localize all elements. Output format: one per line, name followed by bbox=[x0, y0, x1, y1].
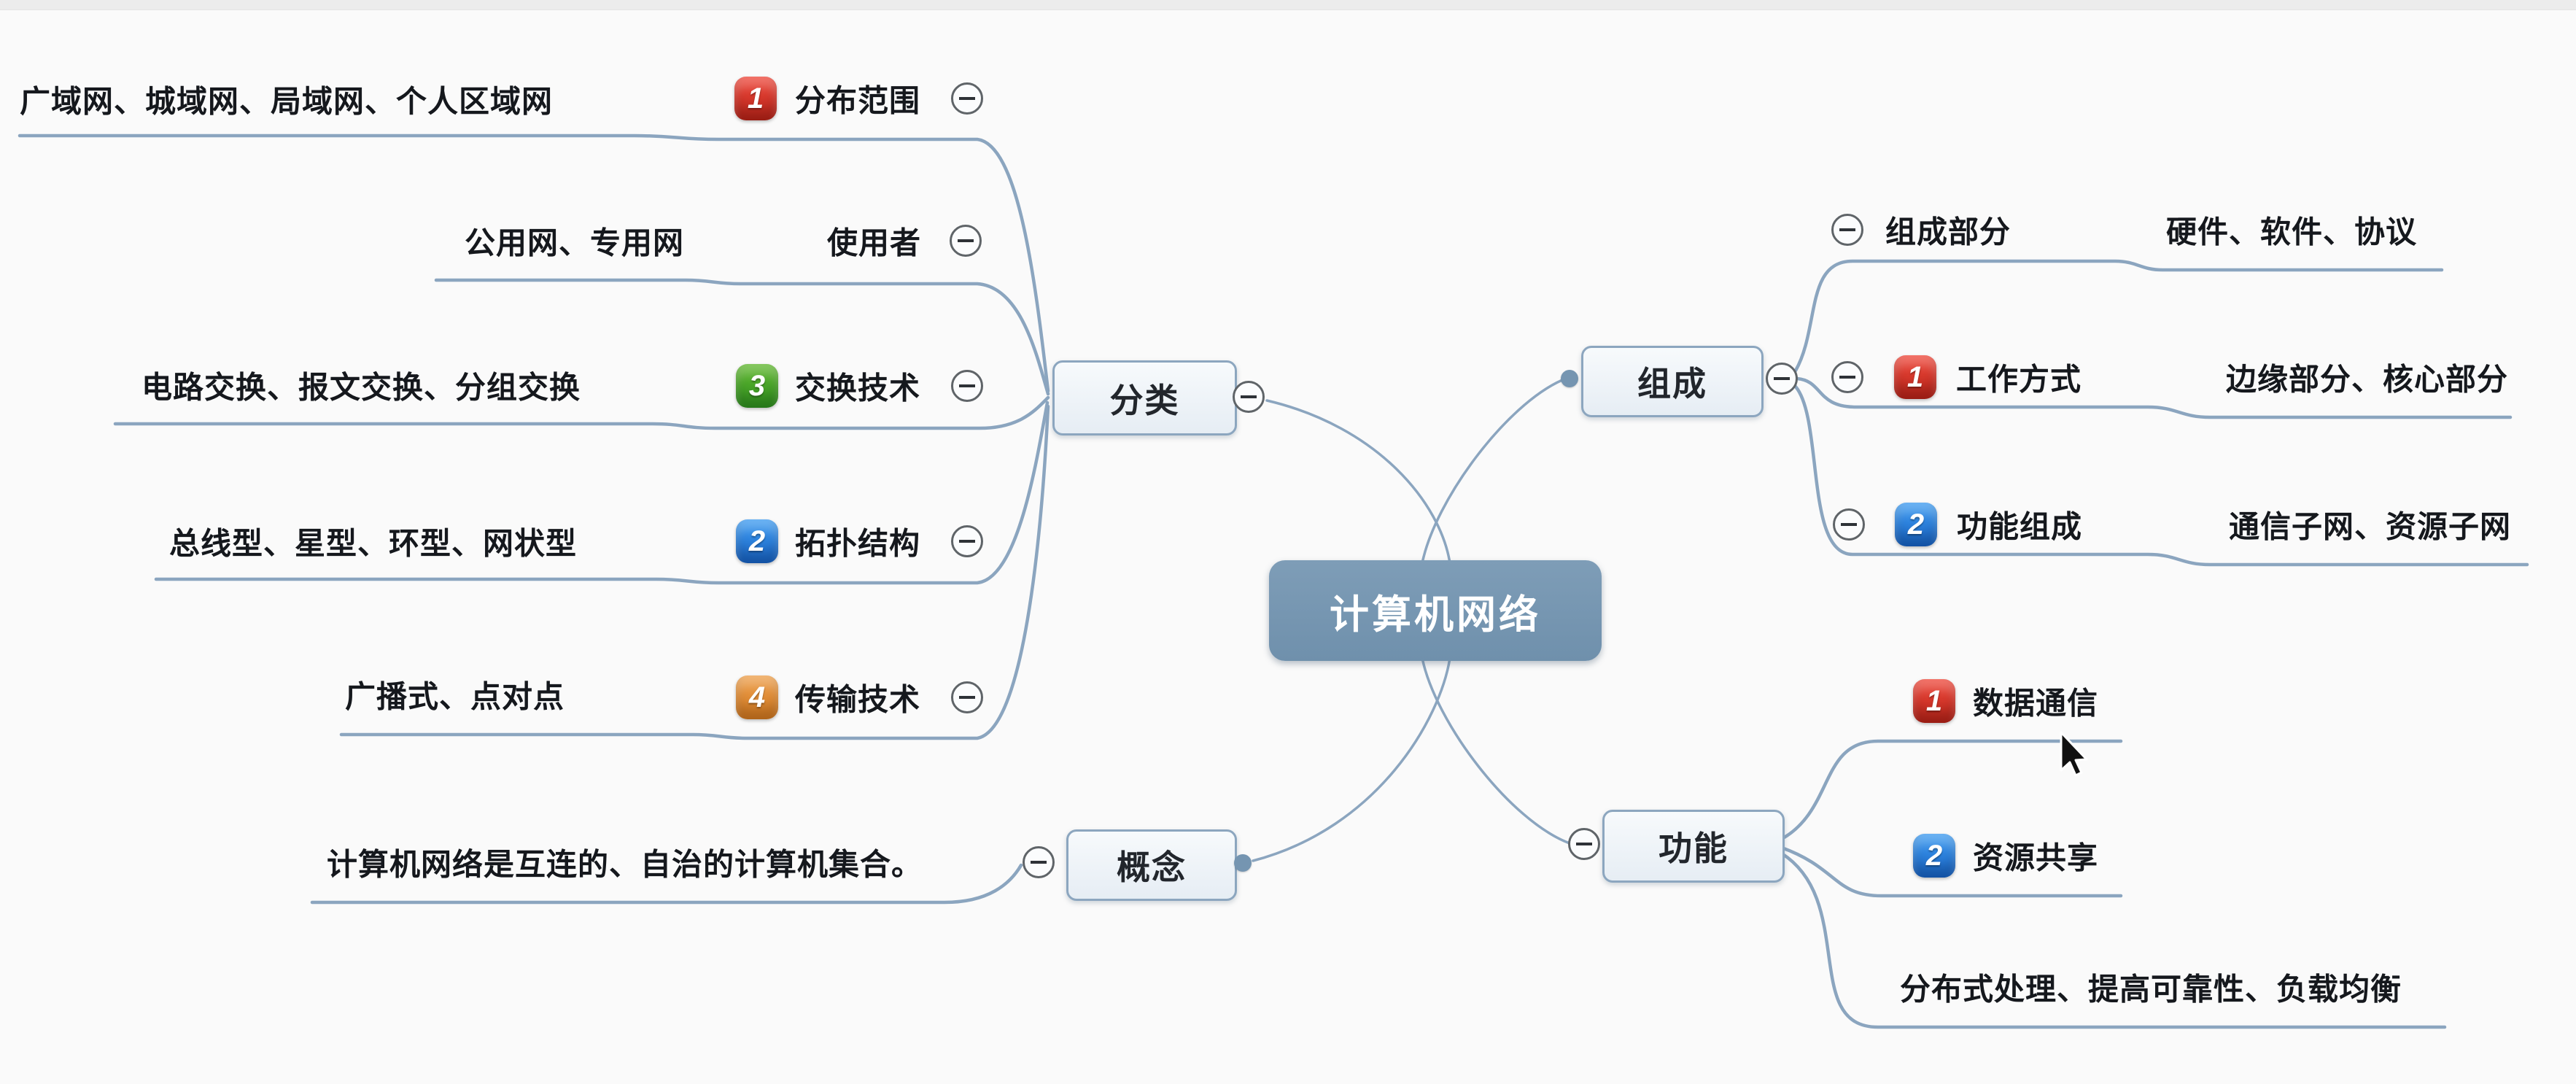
topic-working-mode[interactable]: 工作方式 bbox=[1956, 362, 2082, 397]
collapse-minus-icon[interactable] bbox=[951, 681, 983, 713]
collapse-minus-icon[interactable] bbox=[950, 225, 982, 257]
topic-functional-composition[interactable]: 功能组成 bbox=[1957, 509, 2083, 544]
branch-node-function[interactable]: 功能 bbox=[1602, 810, 1785, 883]
topic-topology[interactable]: 拓扑结构 bbox=[795, 526, 921, 561]
topic-resource-sharing[interactable]: 资源共享 bbox=[1973, 840, 2099, 875]
root-node-computer-network[interactable]: 计算机网络 bbox=[1269, 560, 1602, 661]
branch-node-composition[interactable]: 组成 bbox=[1581, 346, 1764, 417]
topic-bus-star-ring-mesh[interactable]: 总线型、星型、环型、网状型 bbox=[169, 526, 578, 561]
topic-wan-man-lan-pan[interactable]: 广域网、城域网、局域网、个人区域网 bbox=[20, 84, 554, 119]
topic-switching-tech[interactable]: 交换技术 bbox=[795, 371, 921, 406]
line-user-type bbox=[434, 278, 1050, 396]
priority-badge-1[interactable]: 1 bbox=[1894, 355, 1936, 399]
topic-comm-resource-subnet[interactable]: 通信子网、资源子网 bbox=[2229, 509, 2512, 544]
topic-distribution-range[interactable]: 分布范围 bbox=[795, 83, 921, 118]
collapse-minus-icon[interactable] bbox=[951, 82, 983, 115]
connection-dot bbox=[1561, 370, 1578, 387]
topic-edge-core[interactable]: 边缘部分、核心部分 bbox=[2226, 362, 2509, 397]
priority-badge-2[interactable]: 2 bbox=[736, 519, 778, 563]
priority-badge-3[interactable]: 3 bbox=[736, 364, 778, 408]
line-transmission bbox=[339, 404, 1050, 740]
line-root-function bbox=[1421, 657, 1571, 845]
line-root-composition bbox=[1421, 379, 1564, 565]
line-switching bbox=[113, 395, 1050, 430]
collapse-minus-icon[interactable] bbox=[1831, 214, 1863, 246]
topic-hw-sw-protocol[interactable]: 硬件、软件、协议 bbox=[2166, 214, 2418, 249]
window-top-edge bbox=[0, 0, 2576, 10]
collapse-minus-icon[interactable] bbox=[951, 370, 983, 402]
branch-node-concept[interactable]: 概念 bbox=[1066, 829, 1237, 901]
line-working-mode bbox=[1795, 376, 2513, 419]
line-distribution-range bbox=[18, 133, 1050, 393]
topic-circuit-message-packet[interactable]: 电路交换、报文交换、分组交换 bbox=[141, 370, 581, 405]
topic-components[interactable]: 组成部分 bbox=[1885, 214, 2011, 249]
line-root-classification bbox=[1265, 399, 1451, 565]
line-concept-text bbox=[310, 863, 1023, 905]
topic-broadcast-p2p[interactable]: 广播式、点对点 bbox=[345, 679, 565, 714]
priority-badge-4[interactable]: 4 bbox=[736, 675, 778, 719]
line-resource-sharing bbox=[1780, 845, 2123, 898]
branch-lines bbox=[18, 133, 2529, 1029]
topic-distributed-processing[interactable]: 分布式处理、提高可靠性、负载均衡 bbox=[1900, 972, 2402, 1007]
topic-concept-definition[interactable]: 计算机网络是互连的、自治的计算机集合。 bbox=[327, 847, 923, 882]
line-root-concept bbox=[1252, 657, 1451, 862]
topic-public-private-net[interactable]: 公用网、专用网 bbox=[465, 225, 685, 260]
topic-data-communication[interactable]: 数据通信 bbox=[1973, 686, 2099, 721]
priority-badge-2[interactable]: 2 bbox=[1895, 503, 1937, 546]
collapse-minus-icon[interactable] bbox=[951, 525, 983, 557]
line-topology bbox=[154, 400, 1050, 585]
connection-dot bbox=[1234, 854, 1252, 872]
priority-badge-2[interactable]: 2 bbox=[1913, 834, 1955, 878]
line-data-communication bbox=[1780, 739, 2123, 841]
line-distributed-processing bbox=[1780, 851, 2447, 1029]
collapse-minus-icon[interactable] bbox=[1766, 363, 1798, 395]
topic-user-type[interactable]: 使用者 bbox=[827, 225, 922, 260]
mouse-cursor bbox=[2060, 731, 2088, 777]
branch-node-classification[interactable]: 分类 bbox=[1052, 360, 1237, 435]
collapse-minus-icon[interactable] bbox=[1568, 828, 1600, 860]
collapse-minus-icon[interactable] bbox=[1023, 846, 1055, 878]
collapse-minus-icon[interactable] bbox=[1233, 381, 1265, 413]
collapse-minus-icon[interactable] bbox=[1831, 361, 1863, 393]
collapse-minus-icon[interactable] bbox=[1833, 508, 1865, 541]
line-components bbox=[1793, 259, 2444, 373]
line-functional-composition bbox=[1793, 384, 2529, 567]
priority-badge-1[interactable]: 1 bbox=[1913, 679, 1955, 723]
topic-transmission-tech[interactable]: 传输技术 bbox=[795, 682, 921, 717]
priority-badge-1[interactable]: 1 bbox=[734, 77, 777, 120]
root-lines bbox=[1252, 379, 1571, 862]
